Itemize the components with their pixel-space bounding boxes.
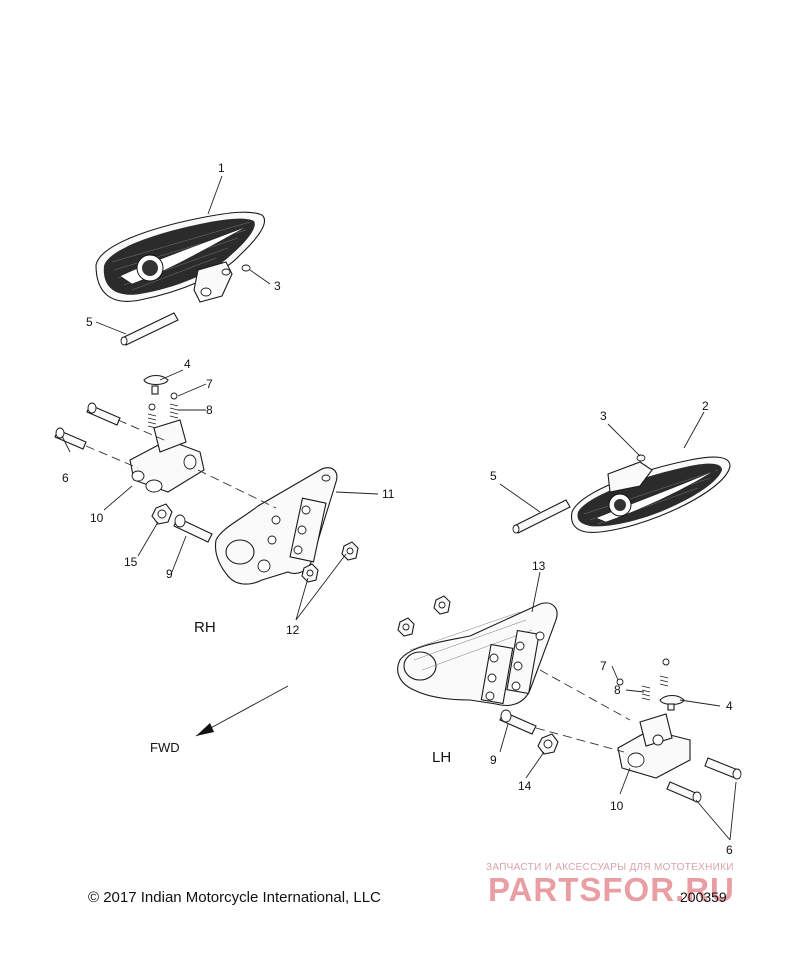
detent-spring <box>641 685 651 701</box>
copyright-notice: © 2017 Indian Motorcycle International, … <box>88 889 381 906</box>
bolt <box>666 781 702 803</box>
direction-label: FWD <box>150 740 180 755</box>
nut <box>537 733 559 755</box>
side-label-lh: LH <box>432 749 451 766</box>
detent-spring <box>169 403 179 419</box>
footboard-right <box>95 211 266 303</box>
part-number-4: 4 <box>184 357 191 371</box>
part-number-10: 10 <box>610 799 624 813</box>
part-number-1: 1 <box>218 161 225 175</box>
part-number-7: 7 <box>600 659 607 673</box>
side-label-rh: RH <box>194 619 216 636</box>
bolt <box>86 402 121 426</box>
part-number-5: 5 <box>86 315 93 329</box>
part-number-8: 8 <box>614 683 621 697</box>
o-ring <box>241 264 251 272</box>
part-number-9: 9 <box>166 567 173 581</box>
o-ring <box>636 454 646 462</box>
part-number-15: 15 <box>124 555 138 569</box>
detent-ball <box>662 658 670 666</box>
part-number-8: 8 <box>206 403 213 417</box>
part-number-9: 9 <box>490 753 497 767</box>
part-number-3: 3 <box>600 409 607 423</box>
part-number-3: 3 <box>274 279 281 293</box>
detent-ball <box>170 392 178 400</box>
bolt <box>704 757 742 780</box>
bolt <box>54 427 87 450</box>
nut <box>151 503 173 525</box>
part-number-11: 11 <box>382 487 395 501</box>
part-number-7: 7 <box>206 377 213 391</box>
bolt <box>499 709 537 735</box>
part-number-6: 6 <box>62 471 69 485</box>
leader-lines <box>61 175 737 841</box>
pivot-pin <box>512 499 571 534</box>
part-number-12: 12 <box>286 623 300 637</box>
footboard-left <box>570 456 731 533</box>
part-number-5: 5 <box>490 469 497 483</box>
watermark-logo: PARTSFOR.RU <box>488 871 735 908</box>
nut <box>433 595 451 615</box>
drawing-number: 200359 <box>680 889 727 905</box>
pivot-pin <box>120 312 179 346</box>
pivot-block <box>617 713 691 779</box>
nut <box>301 563 319 583</box>
pivot-block <box>129 419 205 493</box>
bolt <box>173 514 213 543</box>
nut <box>341 541 359 561</box>
mount-bracket-rh <box>214 467 338 585</box>
part-number-6: 6 <box>726 843 733 857</box>
detent-plunger <box>659 694 685 711</box>
part-number-2: 2 <box>702 399 709 413</box>
part-number-14: 14 <box>518 779 532 793</box>
part-number-13: 13 <box>532 559 546 573</box>
mount-bracket-lh <box>397 602 558 707</box>
part-number-10: 10 <box>90 511 104 525</box>
nut <box>397 617 415 637</box>
forward-direction-arrow <box>195 685 289 737</box>
part-number-4: 4 <box>726 699 733 713</box>
watermark-subtitle: ЗАПЧАСТИ И АКСЕССУАРЫ ДЛЯ МОТОТЕХНИКИ <box>486 862 734 873</box>
detent-plunger <box>143 374 169 395</box>
